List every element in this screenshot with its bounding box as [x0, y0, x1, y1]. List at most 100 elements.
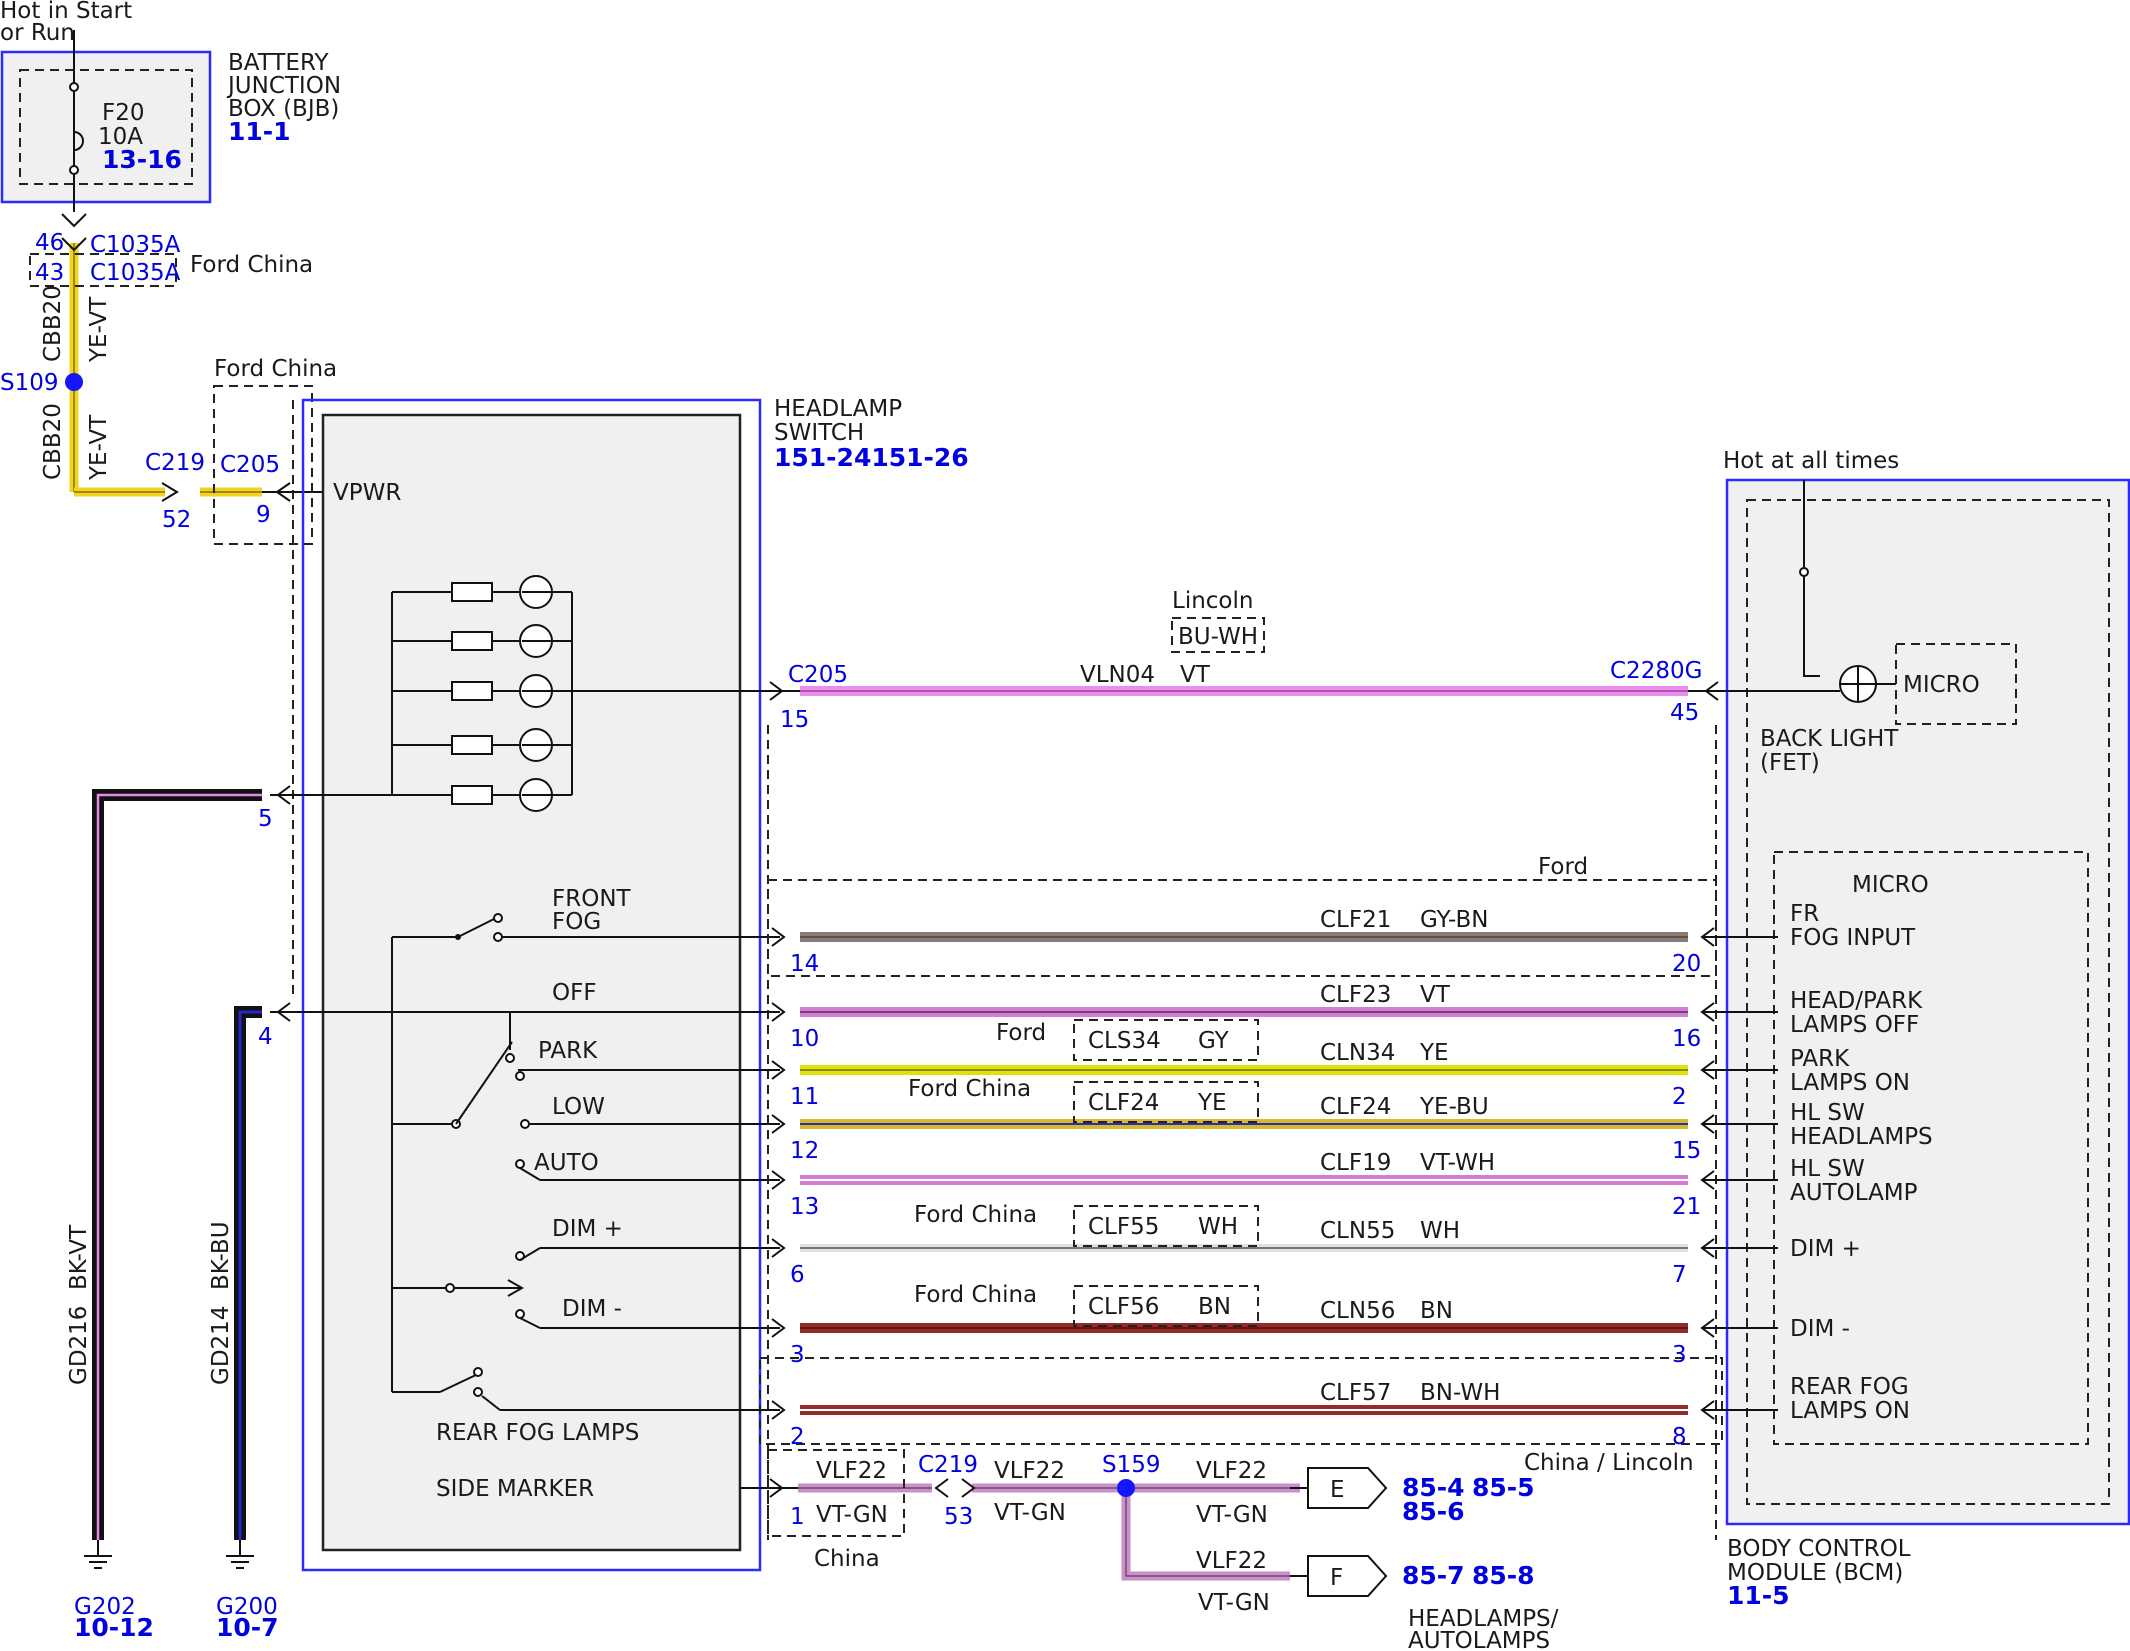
wire-circuit-label: CLN55	[1320, 1218, 1395, 1244]
wire-vlf22-e: VLF22	[1196, 1458, 1267, 1484]
wire-clf24	[771, 1114, 1778, 1134]
bcm-input-label: REAR FOG	[1790, 1374, 1909, 1400]
lincoln-alt-color: BU-WH	[1178, 624, 1258, 650]
china-lincoln-box	[759, 1357, 1723, 1445]
ref-85-4: 85-4	[1402, 1473, 1465, 1502]
ford-china-note-top: Ford China	[190, 252, 313, 278]
wire-circuit-label: CLF19	[1320, 1150, 1391, 1176]
ground-left-circuit: GD216	[66, 1306, 92, 1385]
bcm-input-label: PARK	[1790, 1046, 1850, 1072]
dim-minus-label: DIM -	[562, 1296, 622, 1322]
alt-note-label: Ford China	[908, 1076, 1031, 1102]
wire-vtgn-b: VT-GN	[994, 1500, 1066, 1526]
wire-circuit-label: CLN34	[1320, 1040, 1395, 1066]
pin-left-11: 11	[790, 1084, 819, 1110]
alt-circuit-box	[1073, 1081, 1259, 1123]
pin-left-14: 14	[790, 951, 819, 977]
ford-china-note-c205: Ford China	[214, 356, 337, 382]
conn-c219-top: C219	[145, 450, 205, 476]
wire-color-label: GY-BN	[1420, 907, 1488, 933]
top-feed-line2: or Run	[0, 20, 75, 46]
off-label: OFF	[552, 980, 597, 1006]
ground-g202-ref: 10-12	[74, 1613, 154, 1642]
bcm-title-1: BODY CONTROL	[1727, 1536, 1911, 1562]
bcm-input-label: HEAD/PARK	[1790, 988, 1923, 1014]
left-connector-arrow	[771, 1170, 786, 1190]
wire-vln04-color: VT	[1180, 662, 1211, 688]
ref-85-7: 85-7	[1402, 1561, 1465, 1590]
ground-right-circuit: GD214	[208, 1306, 234, 1385]
left-connector-arrow	[771, 1238, 786, 1258]
wire-circuit-label: CLF23	[1320, 982, 1391, 1008]
wire-clf19	[771, 1170, 1778, 1190]
pin-right-3: 3	[1672, 1342, 1687, 1368]
wire-cbb20-lower: CBB20	[40, 403, 66, 480]
backlight-led-array	[392, 575, 572, 812]
wire-clf57	[771, 1400, 1778, 1420]
conn-c205-top: C205	[220, 452, 280, 478]
alt-color-label: BN	[1198, 1294, 1231, 1320]
pin-46: 46	[35, 230, 64, 256]
headlamp-switch: HEADLAMP SWITCH 151-24151-26 VPWR	[258, 396, 969, 1572]
bcm-input-label-2: HEADLAMPS	[1790, 1124, 1933, 1150]
ford-group-box	[767, 879, 1717, 977]
fuse-rating: 10A	[98, 124, 143, 150]
pin-right-2: 2	[1672, 1084, 1687, 1110]
pin-53: 53	[944, 1504, 973, 1530]
pin-45-right: 45	[1670, 700, 1699, 726]
wire-cln56	[771, 1318, 1778, 1338]
splice-s159: S159	[1102, 1452, 1161, 1478]
wire-color-label: VT	[1420, 982, 1451, 1008]
alt-color-label: WH	[1198, 1214, 1238, 1240]
bcm-title-2: MODULE (BCM)	[1727, 1560, 1903, 1586]
china-note: China	[814, 1546, 880, 1572]
switch-title-1: HEADLAMP	[774, 396, 902, 422]
pin-left-6: 6	[790, 1262, 805, 1288]
fuse-name: F20	[102, 100, 145, 126]
bcm-micro: MICRO	[1852, 872, 1929, 898]
bjb-title-3: BOX (BJB)	[228, 96, 339, 122]
bjb-title-2: JUNCTION	[226, 73, 341, 99]
bcm-input-label-2: LAMPS OFF	[1790, 1012, 1919, 1038]
backlight-label-1: BACK LIGHT	[1760, 726, 1899, 752]
body-control-module: Hot at all times MICRO BACK LIGHT (FET) …	[1723, 448, 2130, 1610]
pin-15-left: 15	[780, 707, 809, 733]
vlf22-branch: 1 VLF22 VT-GN China C219 53 VLF22 VT-GN …	[767, 1449, 1559, 1651]
wire-vlf22-b: VLF22	[994, 1458, 1065, 1484]
left-connector-arrow	[771, 1400, 786, 1420]
pin-5: 5	[258, 806, 273, 832]
alt-circuit-label: CLF56	[1088, 1294, 1159, 1320]
wire-cln55	[771, 1238, 1778, 1258]
alt-circuit-label: CLF24	[1088, 1090, 1159, 1116]
left-connector-arrow	[771, 1318, 786, 1338]
ref-85-6: 85-6	[1402, 1497, 1465, 1526]
wire-cbb20-upper: CBB20	[40, 285, 66, 362]
wire-vtgn-e: VT-GN	[1196, 1502, 1268, 1528]
vpwr-label: VPWR	[333, 480, 401, 506]
wire-vlf22-f: VLF22	[1196, 1548, 1267, 1574]
conn-c1035a-a: C1035A	[90, 232, 181, 258]
conn-c2280g: C2280G	[1610, 658, 1702, 684]
bjb-title-1: BATTERY	[228, 50, 329, 76]
wire-vtgn-f: VT-GN	[1198, 1590, 1270, 1616]
offpage-e: E	[1330, 1477, 1345, 1503]
ref-85-5: 85-5	[1472, 1473, 1535, 1502]
pin-right-8: 8	[1672, 1424, 1687, 1450]
ground-right-color: BK-BU	[208, 1221, 234, 1290]
switch-ref: 151-24151-26	[774, 443, 969, 472]
wire-cln34	[771, 1060, 1778, 1080]
wire-yevt-lower: YE-VT	[86, 414, 112, 481]
pin-right-15: 15	[1672, 1138, 1701, 1164]
ground-g200-ref: 10-7	[216, 1613, 279, 1642]
lincoln-note: Lincoln	[1172, 588, 1253, 614]
alt-note-label: Ford China	[914, 1202, 1037, 1228]
footer-label-1: HEADLAMPS/	[1408, 1606, 1559, 1632]
dim-plus-label: DIM +	[552, 1216, 623, 1242]
wire-clf23	[771, 1002, 1778, 1022]
ground-g200: G200	[216, 1594, 278, 1620]
ford-group-label: Ford	[1538, 854, 1588, 880]
footer-label-2: AUTOLAMPS	[1408, 1628, 1550, 1651]
wire-color-label: VT-WH	[1420, 1150, 1495, 1176]
alt-circuit-box	[1073, 1285, 1259, 1327]
